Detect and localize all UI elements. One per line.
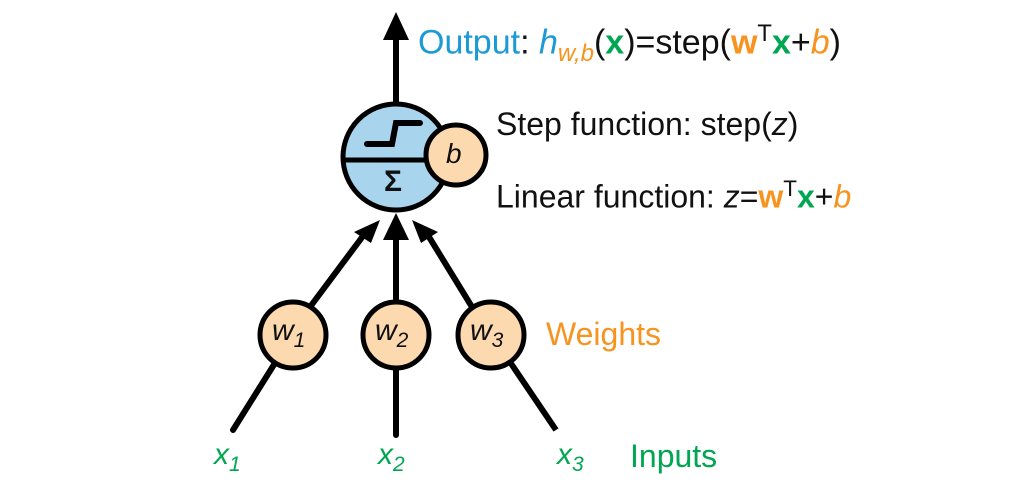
input-line-3 bbox=[507, 360, 559, 432]
weight-symbol: w bbox=[470, 314, 492, 347]
input-subscript: 3 bbox=[572, 453, 584, 476]
output-close-paren: ) bbox=[829, 23, 841, 62]
output-b: b bbox=[810, 23, 830, 62]
weights-label: Weights bbox=[546, 316, 662, 352]
input-label-3: x3 bbox=[557, 438, 584, 476]
output-arrowhead bbox=[383, 12, 409, 40]
input-symbol: x bbox=[378, 438, 393, 471]
output-colon: : bbox=[520, 23, 530, 62]
input-symbol: x bbox=[214, 438, 229, 471]
output-formula: Output: hw,b(x)=step(wTx+b) bbox=[418, 22, 841, 66]
output-h-subscript: w,b bbox=[557, 40, 594, 68]
linear-function-w: w bbox=[758, 178, 784, 215]
arrowhead-1 bbox=[354, 220, 380, 243]
input-label-1: x1 bbox=[214, 438, 241, 476]
input-symbol: x bbox=[557, 438, 572, 471]
weight-line-3 bbox=[423, 230, 475, 309]
output-h: h bbox=[538, 23, 558, 62]
step-function-label: Step function: step( bbox=[496, 106, 772, 142]
linear-function-label: Linear function: bbox=[496, 178, 724, 215]
arrowhead-2 bbox=[383, 213, 409, 240]
linear-function-x: x bbox=[796, 178, 815, 215]
output-w: w bbox=[730, 23, 758, 62]
weight-label-3: w3 bbox=[470, 314, 504, 352]
linear-function-text: Linear function: z=wTx+b bbox=[496, 176, 852, 215]
weight-circle-3 bbox=[455, 299, 527, 371]
bias-circle bbox=[423, 122, 489, 188]
linear-function-b: b bbox=[833, 178, 852, 215]
weight-label-1: w1 bbox=[272, 314, 306, 352]
weight-label-2: w2 bbox=[375, 314, 409, 352]
output-T: T bbox=[757, 20, 772, 47]
weight-subscript: 1 bbox=[293, 329, 306, 352]
step-function-z: z bbox=[771, 106, 788, 142]
output-x: x bbox=[605, 23, 625, 62]
output-label: Output bbox=[418, 23, 521, 62]
input-subscript: 2 bbox=[393, 453, 405, 476]
weight-circle-2 bbox=[360, 299, 432, 371]
weight-line-1 bbox=[307, 230, 369, 309]
linear-function-plus: + bbox=[814, 178, 834, 215]
linear-function-z: z bbox=[723, 178, 740, 215]
weight-circle-1 bbox=[257, 299, 329, 371]
weight-subscript: 2 bbox=[396, 329, 409, 352]
linear-function-T: T bbox=[783, 176, 797, 201]
input-label-2: x2 bbox=[378, 438, 405, 476]
input-subscript: 1 bbox=[229, 453, 241, 476]
linear-function-eq: = bbox=[739, 178, 759, 215]
weight-symbol: w bbox=[272, 314, 294, 347]
bias-label: b bbox=[446, 138, 462, 169]
input-line-1 bbox=[230, 360, 278, 433]
weight-subscript: 3 bbox=[491, 329, 504, 352]
output-open-paren: ( bbox=[593, 23, 606, 62]
weight-symbol: w bbox=[375, 314, 397, 347]
output-plus: + bbox=[790, 23, 811, 62]
output-x2: x bbox=[771, 23, 791, 62]
inputs-label: Inputs bbox=[630, 438, 718, 474]
output-step: )=step( bbox=[624, 23, 731, 62]
step-function-close: ) bbox=[787, 106, 799, 142]
step-function-icon bbox=[364, 120, 423, 147]
sigma-symbol: Σ bbox=[384, 165, 403, 198]
arrowhead-3 bbox=[412, 220, 438, 243]
step-function-text: Step function: step(z) bbox=[496, 108, 798, 140]
